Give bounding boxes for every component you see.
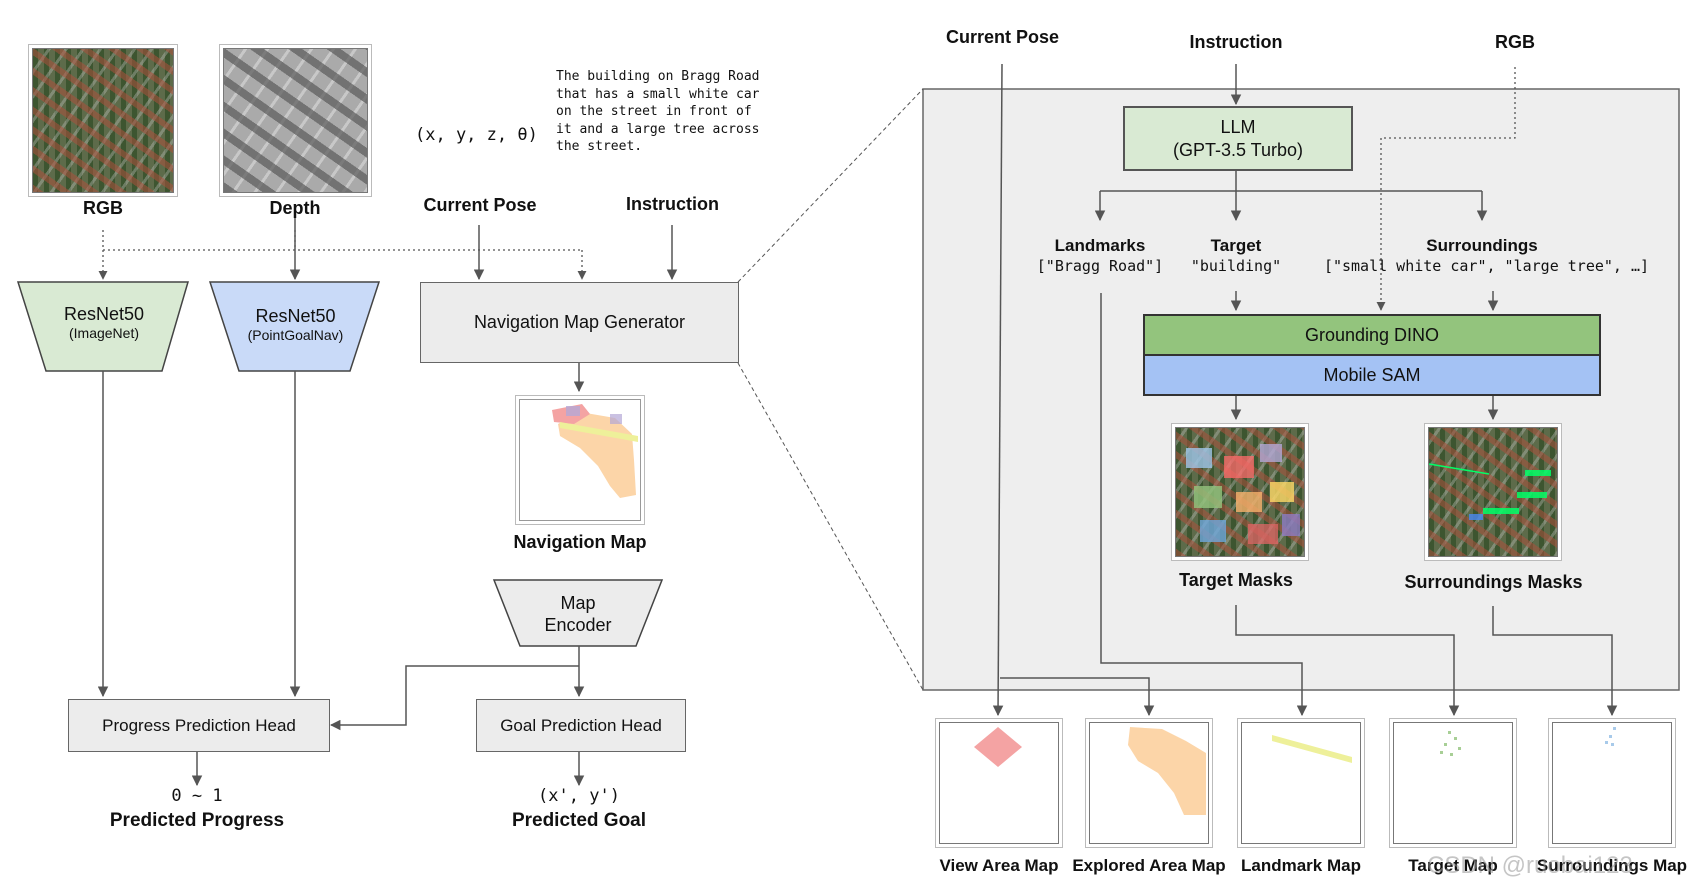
navigation-map-generator: Navigation Map Generator <box>420 282 739 363</box>
instruction-line: it and a large tree across <box>556 121 760 137</box>
llm-sub: (GPT-3.5 Turbo) <box>1172 139 1304 160</box>
explored-area-canvas <box>1089 722 1209 844</box>
output-label-explored-area: Explored Area Map <box>1072 856 1226 875</box>
detail-current-pose-label: Current Pose <box>945 27 1060 47</box>
surroundings-masks-photo <box>1428 427 1558 557</box>
target-map-canvas <box>1393 722 1513 844</box>
progress-prediction-head: Progress Prediction Head <box>68 699 330 752</box>
output-label-target: Target Map <box>1408 856 1498 875</box>
goal-prediction-head: Goal Prediction Head <box>476 699 686 752</box>
target-map <box>1389 718 1517 848</box>
navigation-map-canvas <box>519 399 641 521</box>
detail-instruction-label: Instruction <box>1189 32 1283 52</box>
map-encoder-line: Map <box>560 593 596 613</box>
zoom-line-top <box>737 88 924 283</box>
explored-area-graphic <box>1128 727 1206 815</box>
landmark-map <box>1237 718 1365 848</box>
map-encoder-shape <box>492 579 664 647</box>
llm-box: LLM (GPT-3.5 Turbo) <box>1123 106 1353 171</box>
rgb-image <box>28 44 178 197</box>
instruction-line: on the street in front of <box>556 104 752 119</box>
view-area-graphic <box>974 727 1022 767</box>
instruction-line: the street. <box>556 139 643 154</box>
pose-text: (x, y, z, θ) <box>415 125 538 145</box>
target-masks-overlay <box>1186 444 1300 544</box>
surroundings-masks-image <box>1424 423 1562 561</box>
instruction-label: Instruction <box>626 194 719 214</box>
target-masks-image <box>1171 423 1309 561</box>
target-masks-to-map-arrow <box>1235 605 1460 717</box>
goal-coords: (x', y') <box>538 786 620 806</box>
resnet-depth-title: ResNet50 <box>255 305 336 326</box>
grounding-dino-box: Grounding DINO <box>1143 314 1601 356</box>
rgb-to-grounding-arrow <box>1376 67 1516 311</box>
predicted-progress-label: Predicted Progress <box>109 810 285 831</box>
rgb-aerial-photo <box>32 48 174 193</box>
output-label-landmark: Landmark Map <box>1241 856 1361 875</box>
resnet-rgb-encoder: ResNet50 (ImageNet) <box>46 297 162 347</box>
output-label-surroundings: Surroundings Map <box>1536 856 1688 875</box>
surroundings-masks-label: Surroundings Masks <box>1404 572 1583 592</box>
navigation-map-image <box>515 395 645 525</box>
depth-label: Depth <box>269 198 321 218</box>
map-encoder: Map Encoder <box>520 588 636 640</box>
instruction-line: The building on Bragg Road <box>556 69 760 84</box>
target-label: Target <box>1210 236 1262 255</box>
explored-area-map <box>1085 718 1213 848</box>
encoder-to-progress-arrow <box>329 665 579 731</box>
depth-image <box>219 44 372 197</box>
surroundings-map-graphic <box>1605 727 1616 746</box>
resnet-depth-encoder: ResNet50 (PointGoalNav) <box>228 299 363 349</box>
navigation-map-label: Navigation Map <box>513 532 647 552</box>
mobile-sam-box: Mobile SAM <box>1143 354 1601 396</box>
landmark-map-canvas <box>1241 722 1361 844</box>
surroundings-map-canvas <box>1552 722 1672 844</box>
resnet-depth-sub: (PointGoalNav) <box>247 326 344 343</box>
surroundings-value: ["small white car", "large tree", …] <box>1323 257 1650 275</box>
predicted-goal-label: Predicted Goal <box>511 810 647 831</box>
zoom-line-bottom <box>737 362 924 691</box>
resnet-depth-shape <box>208 281 381 372</box>
surroundings-label: Surroundings <box>1426 236 1538 255</box>
depth-map-photo <box>223 48 368 193</box>
rgb-label: RGB <box>83 198 123 218</box>
view-area-canvas <box>939 722 1059 844</box>
target-masks-label: Target Masks <box>1179 570 1293 590</box>
output-label-view-area: View Area Map <box>939 856 1059 875</box>
detail-rgb-label: RGB <box>1495 32 1535 52</box>
current-pose-label: Current Pose <box>423 195 537 215</box>
llm-title: LLM <box>1220 116 1256 137</box>
pose-to-explored-map-arrow <box>1000 677 1155 717</box>
dotted-input-lines <box>102 230 582 251</box>
resnet-rgb-title: ResNet50 <box>63 303 145 324</box>
map-encoder-line: Encoder <box>544 615 612 635</box>
navigation-map-graphic <box>552 404 638 498</box>
target-map-graphic <box>1440 731 1461 756</box>
resnet-rgb-sub: (ImageNet) <box>68 324 140 341</box>
progress-range: 0 ~ 1 <box>171 786 223 806</box>
landmarks-label: Landmarks <box>1054 236 1146 255</box>
surroundings-masks-overlay <box>1429 463 1551 520</box>
landmark-map-graphic <box>1272 735 1352 763</box>
surroundings-masks-to-map-arrow <box>1492 606 1618 717</box>
target-masks-photo <box>1175 427 1305 557</box>
resnet-rgb-shape <box>16 281 190 372</box>
landmarks-to-landmark-map-arrow <box>1100 293 1308 717</box>
target-value: "building" <box>1190 257 1282 275</box>
landmarks-value: ["Bragg Road"] <box>1036 257 1164 275</box>
pose-to-view-map-arrow <box>992 63 1004 717</box>
view-area-map <box>935 718 1063 848</box>
instruction-line: that has a small white car <box>556 86 760 102</box>
instruction-text: The building on Bragg Road that has a sm… <box>556 68 760 156</box>
watermark: CSDN @ruobai123 <box>1427 852 1633 879</box>
surroundings-map <box>1548 718 1676 848</box>
